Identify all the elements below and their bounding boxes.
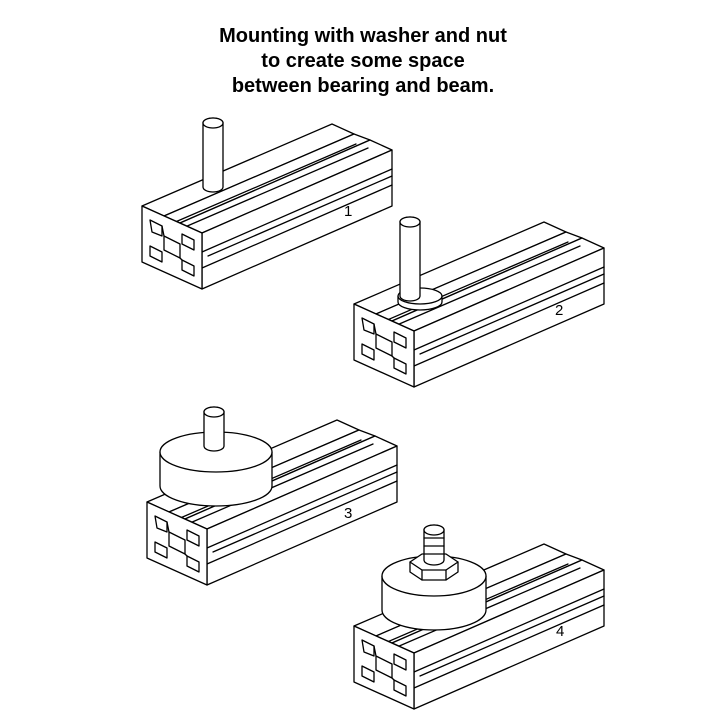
title-line-1: Mounting with washer and nut xyxy=(219,25,507,47)
step-4-bearing xyxy=(381,555,487,631)
step-4-bolt xyxy=(423,524,445,566)
title-line-3: between bearing and beam. xyxy=(232,75,494,97)
step-3-bolt xyxy=(203,406,225,452)
step-2-figure: 2 xyxy=(353,216,605,388)
step-2-beam xyxy=(353,221,605,388)
step-1-figure: 1 xyxy=(141,117,393,290)
step-2-label: 2 xyxy=(555,302,563,319)
step-2-bolt xyxy=(399,216,421,302)
step-4-figure: 4 xyxy=(353,524,605,710)
step-1-label: 1 xyxy=(344,203,352,220)
step-4-label: 4 xyxy=(556,623,564,640)
step-1-bolt xyxy=(202,117,224,193)
title-line-2: to create some space xyxy=(261,50,464,72)
step-1-beam xyxy=(141,123,393,290)
step-3-bearing xyxy=(159,431,273,507)
step-3-figure: 3 xyxy=(146,406,398,586)
step-3-label: 3 xyxy=(344,505,352,522)
step-4-hex-nut xyxy=(409,553,459,581)
